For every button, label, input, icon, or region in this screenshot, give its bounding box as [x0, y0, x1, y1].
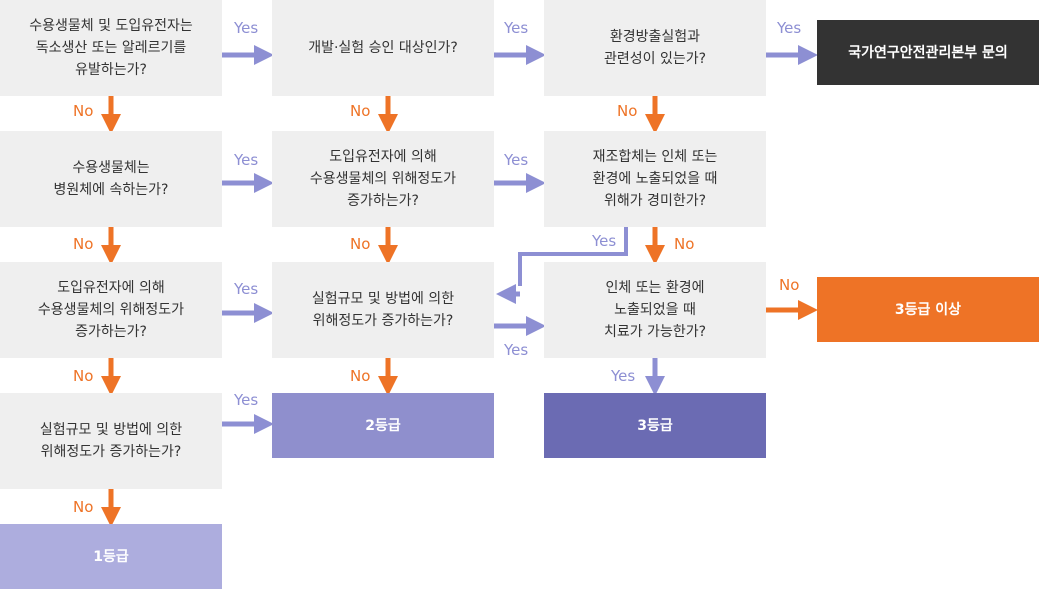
grade-2-box: 2등급: [272, 393, 494, 458]
grade-3-box: 3등급: [544, 393, 766, 458]
label-no-c3-2: No: [674, 235, 695, 253]
grade-1-box: 1등급: [0, 524, 222, 589]
c2-question-1: 개발·실험 승인 대상인가?: [272, 0, 494, 96]
label-no-c1-3: No: [73, 367, 94, 385]
label-yes-c1-2: Yes: [234, 151, 259, 169]
label-no-c2-2: No: [350, 235, 371, 253]
label-no-c3-3: No: [779, 276, 800, 294]
c1-question-2: 수용생물체는 병원체에 속하는가?: [0, 131, 222, 227]
label-yes-c3-3: Yes: [611, 367, 636, 385]
label-no-c3-1: No: [617, 102, 638, 120]
c1-question-1: 수용생물체 및 도입유전자는 독소생산 또는 알레르기를 유발하는가?: [0, 0, 222, 96]
label-no-c2-1: No: [350, 102, 371, 120]
c3-question-1: 환경방출실험과 관련성이 있는가?: [544, 0, 766, 96]
c1-question-4: 실험규모 및 방법에 의한 위해정도가 증가하는가?: [0, 393, 222, 489]
label-yes-c1-1: Yes: [234, 19, 259, 37]
c2-question-3: 실험규모 및 방법에 의한 위해정도가 증가하는가?: [272, 262, 494, 358]
label-no-c2-3: No: [350, 367, 371, 385]
contact-agency-box: 국가연구안전관리본부 문의: [817, 20, 1039, 85]
c2-question-2: 도입유전자에 의해 수용생물체의 위해정도가 증가하는가?: [272, 131, 494, 227]
label-no-c1-4: No: [73, 498, 94, 516]
label-yes-c2-3: Yes: [504, 341, 529, 359]
label-yes-c2-1: Yes: [504, 19, 529, 37]
arrow-c3-q2-yes-elbow: [518, 227, 628, 286]
c3-question-2: 재조합체는 인체 또는 환경에 노출되었을 때 위해가 경미한가?: [544, 131, 766, 227]
label-no-c1-2: No: [73, 235, 94, 253]
c3-question-3: 인체 또는 환경에 노출되었을 때 치료가 가능한가?: [544, 262, 766, 358]
label-no-c1-1: No: [73, 102, 94, 120]
label-yes-c1-3: Yes: [234, 280, 259, 298]
grade-3-plus-box: 3등급 이상: [817, 277, 1039, 342]
label-yes-c2-2: Yes: [504, 151, 529, 169]
label-yes-c3-2: Yes: [592, 232, 617, 250]
label-yes-c1-4: Yes: [234, 391, 259, 409]
c1-question-3: 도입유전자에 의해 수용생물체의 위해정도가 증가하는가?: [0, 262, 222, 358]
label-yes-c3-1: Yes: [777, 19, 802, 37]
